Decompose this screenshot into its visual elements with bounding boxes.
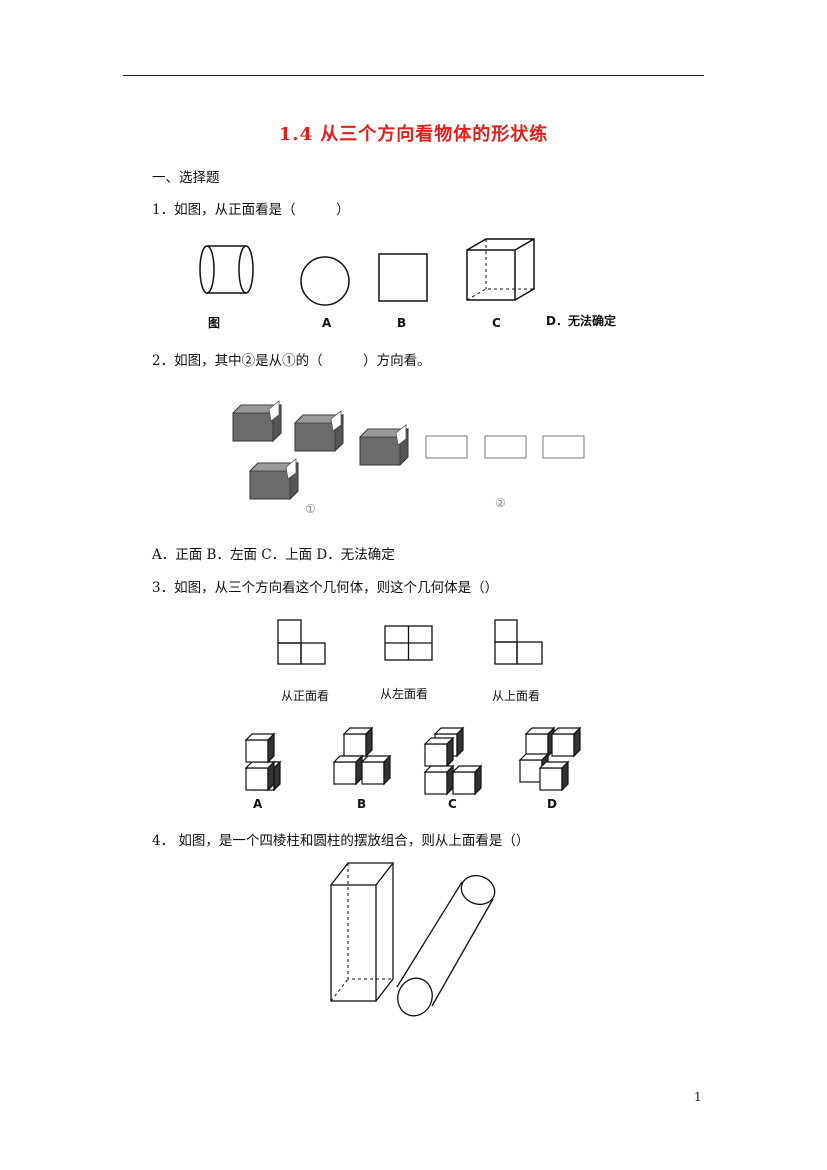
option-d-label-q3: D: [547, 797, 557, 811]
circled-one: ①: [305, 502, 316, 516]
section-heading: 一、选择题: [152, 170, 220, 186]
option-b-label-q3: B: [357, 797, 366, 811]
question-4-figure: [330, 862, 496, 1017]
option-c-label: C: [492, 316, 501, 330]
front-view-label: 从正面看: [281, 689, 329, 703]
cylinder-figure: [199, 245, 254, 294]
question-1-text: 1．如图，从正面看是（ ）: [152, 202, 350, 218]
question-3-views: 从正面看 从左面看 从上面看: [277, 619, 543, 703]
question-2-figure: ① ②: [232, 400, 585, 516]
circle-option-a: [300, 256, 350, 306]
option-d-cubes: [519, 727, 581, 791]
option-a-cubes: [245, 733, 281, 791]
front-view-figure: [277, 619, 326, 665]
top-view-figure: [494, 619, 543, 665]
page-number: 1: [694, 1090, 702, 1104]
top-view-label: 从上面看: [492, 689, 540, 703]
left-view-label: 从左面看: [380, 686, 428, 701]
outline-view-3: [542, 435, 585, 459]
question-3-text: 3．如图，从三个方向看这个几何体，则这个几何体是（）: [152, 580, 499, 596]
option-b-label: B: [397, 316, 406, 330]
option-a-label: A: [322, 316, 332, 330]
option-c-label-q3: C: [448, 797, 457, 811]
square-option-b: [378, 253, 428, 302]
prism-figure: [330, 862, 395, 1002]
question-3-options-figure: A B C D: [245, 727, 581, 811]
question-1-figure: 图 A B C D．无法确定: [199, 238, 616, 330]
question-4-text: 4． 如图，是一个四棱柱和圆柱的摆放组合，则从上面看是（）: [152, 833, 530, 849]
question-2-text: 2．如图，其中②是从①的（ ）方向看。: [152, 353, 431, 369]
header-rule: [123, 75, 704, 76]
option-d-label: D．无法确定: [546, 313, 616, 328]
cylinder-figure-q4: [396, 874, 496, 1017]
option-c-cubes: [424, 727, 482, 795]
option-a-label-q3: A: [253, 797, 263, 811]
outline-view-2: [484, 435, 527, 459]
outline-view-1: [425, 435, 468, 459]
question-2-options: A．正面 B．左面 C．上面 D．无法确定: [152, 547, 395, 563]
page-title: 1.4 从三个方向看物体的形状练: [278, 124, 549, 145]
block-view-3: [359, 424, 409, 466]
block-view-1: [232, 400, 282, 442]
circled-two: ②: [495, 496, 506, 510]
block-view-2: [294, 410, 344, 452]
left-view-figure: [384, 625, 433, 661]
figure-label: 图: [208, 316, 220, 330]
block-view-4: [249, 458, 299, 500]
option-b-cubes: [333, 727, 391, 785]
cube-option-c: [466, 238, 535, 301]
